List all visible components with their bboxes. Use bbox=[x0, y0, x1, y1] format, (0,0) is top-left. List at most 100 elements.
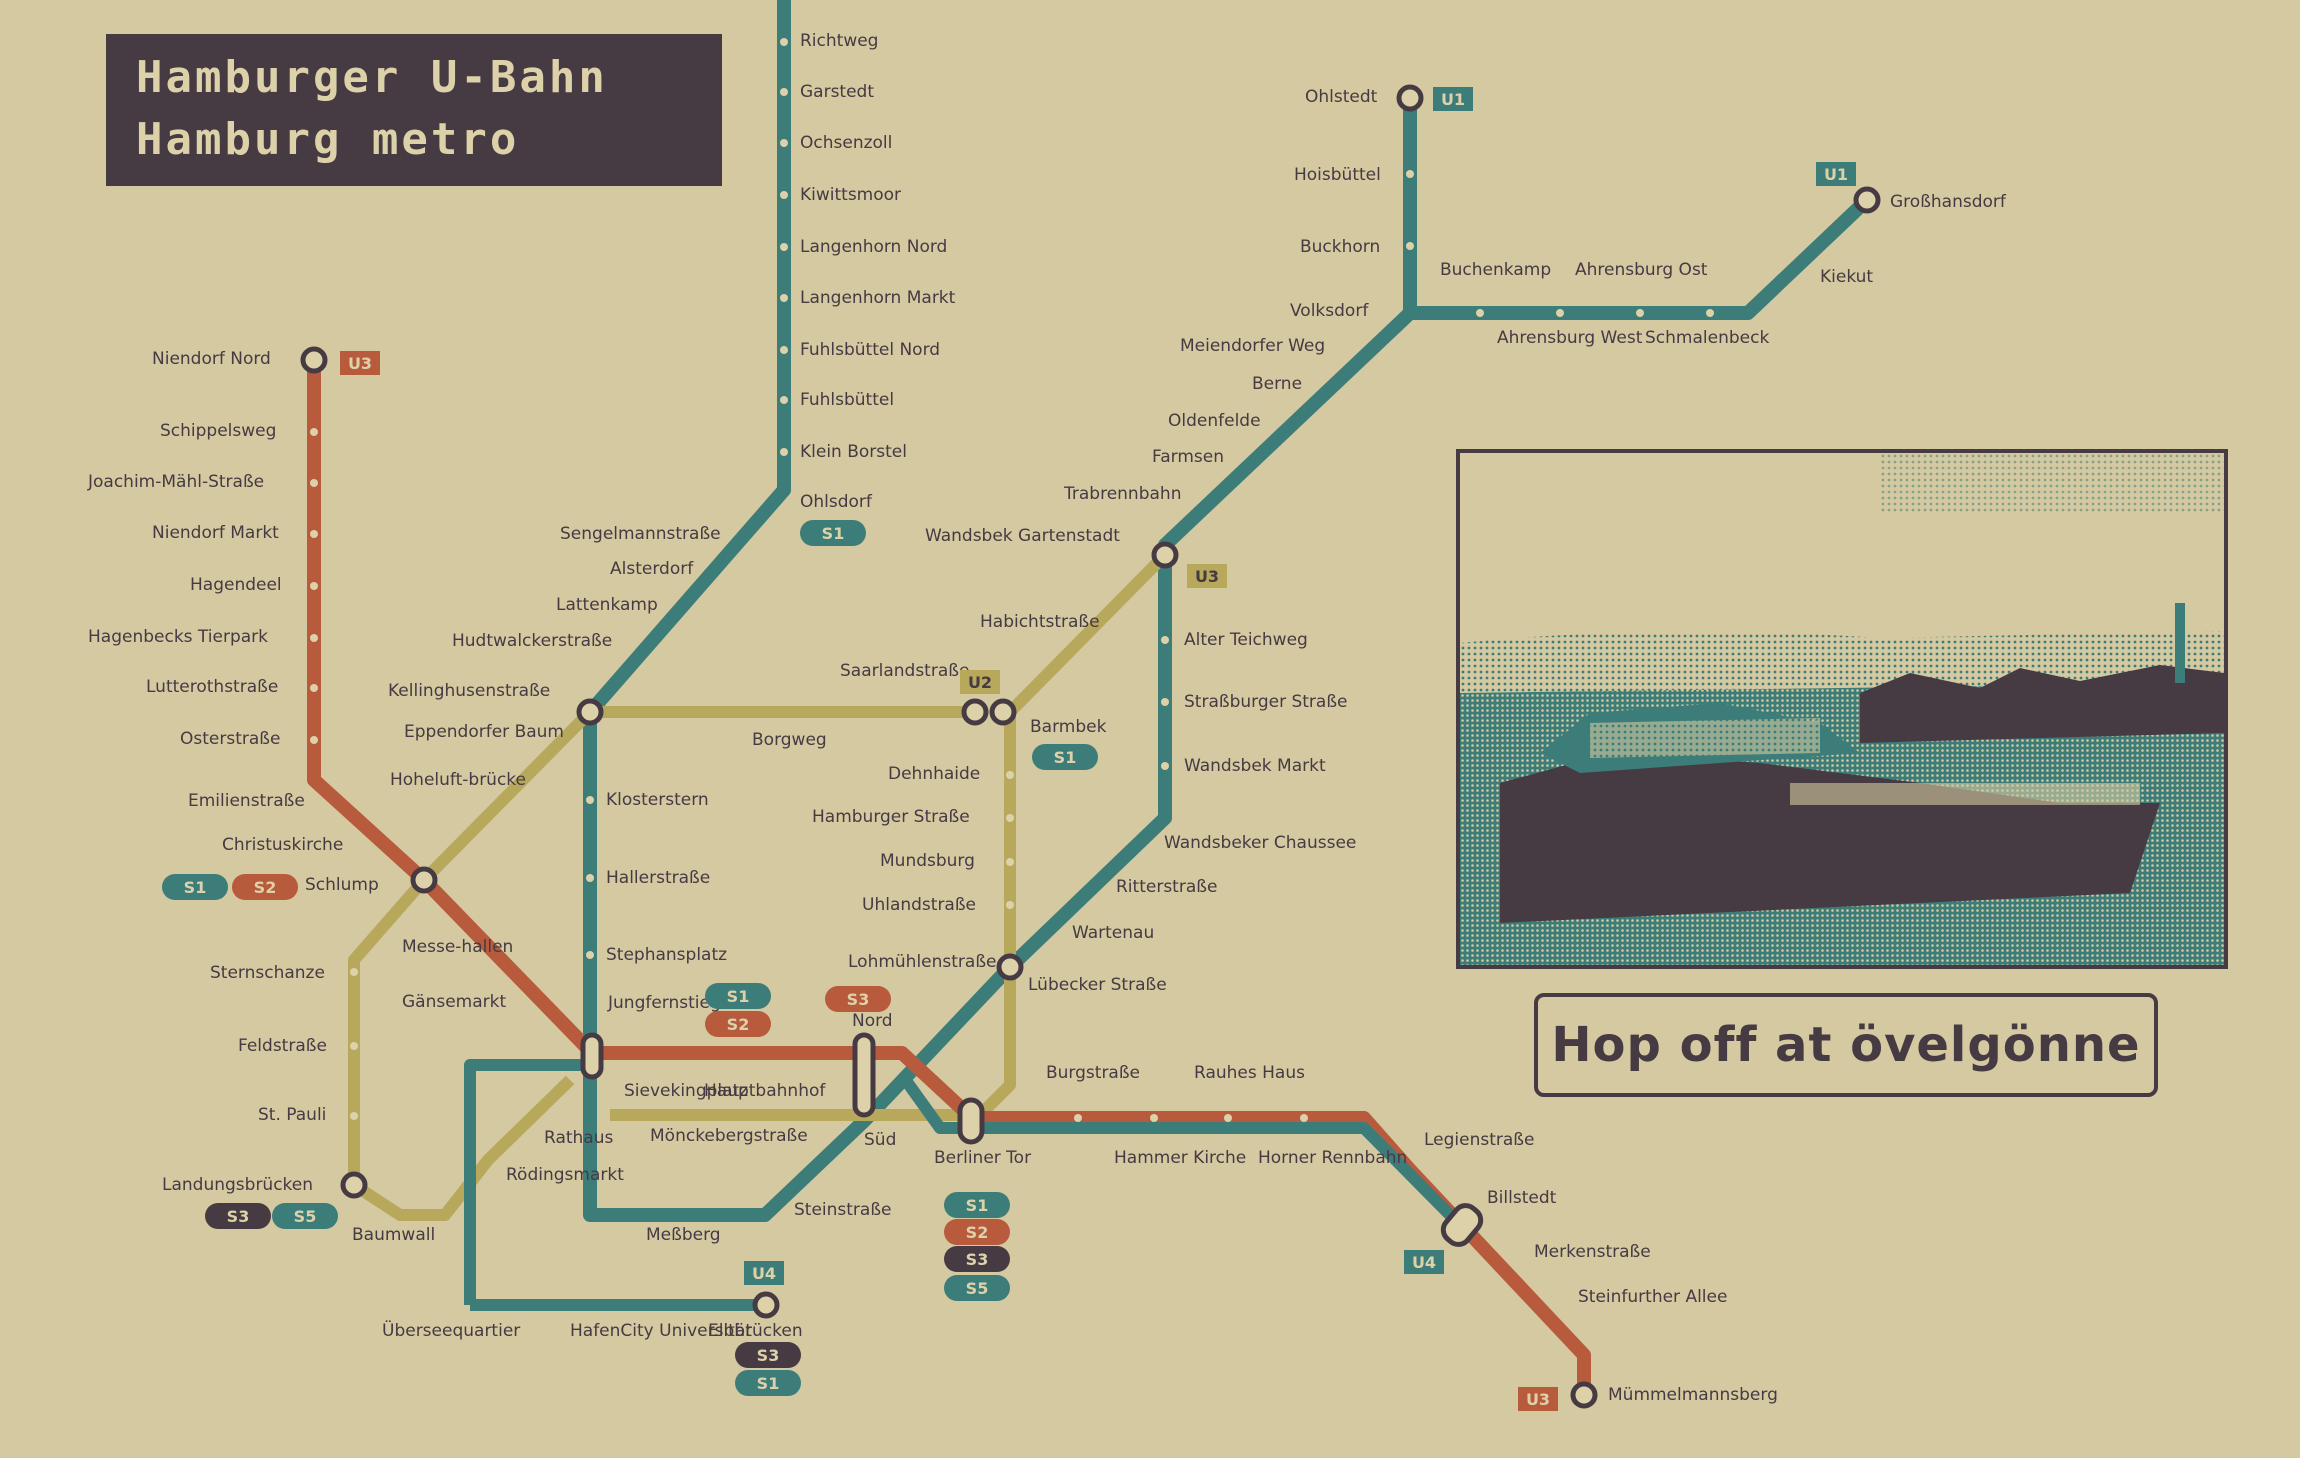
station-label: Garstedt bbox=[800, 82, 874, 102]
hop-off-button[interactable]: Hop off at övelgönne bbox=[1534, 993, 2158, 1097]
station-label: Trabrennbahn bbox=[1063, 484, 1181, 504]
station-label: Langenhorn Markt bbox=[800, 288, 956, 308]
station-label: Hudtwalckerstraße bbox=[452, 631, 612, 651]
svg-text:S5: S5 bbox=[966, 1279, 989, 1298]
station-label: Straßburger Straße bbox=[1184, 692, 1348, 712]
station-label: Hamburger Straße bbox=[812, 807, 970, 827]
station-label: Dehnhaide bbox=[888, 764, 980, 784]
station-label: Mundsburg bbox=[880, 851, 975, 871]
svg-text:S1: S1 bbox=[1054, 748, 1077, 767]
station-label: Kiwittsmoor bbox=[800, 185, 901, 205]
svg-text:S5: S5 bbox=[294, 1207, 317, 1226]
u-line-badges: U3 U1 U1 U2 U3 U4 U4 U3 bbox=[340, 87, 1856, 1411]
station-label: Wandsbek Markt bbox=[1184, 756, 1326, 776]
station-label: Schippelsweg bbox=[160, 421, 276, 441]
station-label: Borgweg bbox=[752, 730, 827, 750]
station-label: Klosterstern bbox=[606, 790, 709, 810]
station-label: Kellinghusenstraße bbox=[388, 681, 550, 701]
station-label: Uhlandstraße bbox=[862, 895, 976, 915]
svg-text:U2: U2 bbox=[968, 673, 992, 692]
svg-text:S1: S1 bbox=[727, 987, 750, 1006]
station-label: Farmsen bbox=[1152, 447, 1224, 467]
station-label: Joachim-Mähl-Straße bbox=[87, 472, 264, 492]
s-badge: S1 bbox=[800, 520, 866, 546]
station-label: Horner Rennbahn bbox=[1258, 1148, 1407, 1168]
station-label: Meiendorfer Weg bbox=[1180, 336, 1325, 356]
station-label: Wartenau bbox=[1072, 923, 1154, 943]
station-label: Berne bbox=[1252, 374, 1302, 394]
station-label: Legienstraße bbox=[1424, 1130, 1534, 1150]
svg-text:U1: U1 bbox=[1441, 90, 1465, 109]
svg-text:U3: U3 bbox=[1526, 1390, 1550, 1409]
svg-text:U4: U4 bbox=[752, 1264, 776, 1283]
station-label: Merkenstraße bbox=[1534, 1242, 1651, 1262]
line-badge: U3 bbox=[340, 351, 380, 375]
station-label: Schmalenbeck bbox=[1645, 328, 1769, 348]
station-label: Ahrensburg Ost bbox=[1575, 260, 1708, 280]
station-label: Christuskirche bbox=[222, 835, 343, 855]
station-label: Meßberg bbox=[646, 1225, 721, 1245]
station-label: Niendorf Nord bbox=[152, 349, 271, 369]
svg-text:S2: S2 bbox=[254, 878, 277, 897]
station-label: Nord bbox=[852, 1011, 893, 1031]
station-label: Niendorf Markt bbox=[152, 523, 279, 543]
station-label: Rödingsmarkt bbox=[506, 1165, 624, 1185]
s-badge: S1 bbox=[944, 1192, 1010, 1218]
station-label: Sengelmannstraße bbox=[560, 524, 721, 544]
svg-text:S2: S2 bbox=[727, 1015, 750, 1034]
station-label: Wandsbeker Chaussee bbox=[1164, 833, 1356, 853]
s-badge: S1 bbox=[162, 874, 228, 900]
station-label: Emilienstraße bbox=[188, 791, 305, 811]
svg-text:S1: S1 bbox=[966, 1196, 989, 1215]
station-label: Lattenkamp bbox=[556, 595, 658, 615]
station-label: Eppendorfer Baum bbox=[404, 722, 564, 742]
station-label: Landungsbrücken bbox=[162, 1175, 313, 1195]
station-label: Hagendeel bbox=[190, 575, 282, 595]
interchange-stations bbox=[300, 84, 1881, 1409]
station-label: Hallerstraße bbox=[606, 868, 710, 888]
station-label: Ohlsdorf bbox=[800, 492, 873, 512]
s-badge: S3 bbox=[205, 1203, 271, 1229]
line-badge: U2 bbox=[960, 670, 1000, 694]
station-label: Sternschanze bbox=[210, 963, 325, 983]
station-label: Ohlstedt bbox=[1305, 87, 1378, 107]
station-label: Wandsbek Gartenstadt bbox=[925, 526, 1120, 546]
svg-text:U1: U1 bbox=[1824, 165, 1848, 184]
station-label: Elbbrücken bbox=[708, 1321, 803, 1341]
s-badge: S2 bbox=[705, 1011, 771, 1037]
station-label: Ahrensburg West bbox=[1497, 328, 1643, 348]
station-label: Feldstraße bbox=[238, 1036, 327, 1056]
station-label: Überseequartier bbox=[382, 1319, 520, 1341]
station-label: Fuhlsbüttel Nord bbox=[800, 340, 940, 360]
s-badge: S1 bbox=[1032, 744, 1098, 770]
station-label: Klein Borstel bbox=[800, 442, 907, 462]
line-badge: U3 bbox=[1187, 564, 1227, 588]
station-label: Mümmelmannsberg bbox=[1608, 1385, 1778, 1405]
station-label: Volksdorf bbox=[1290, 301, 1369, 321]
station-label: Osterstraße bbox=[180, 729, 280, 749]
station-label: Habichtstraße bbox=[980, 612, 1100, 632]
station-label: Fuhlsbüttel bbox=[800, 390, 894, 410]
station-label: Hagenbecks Tierpark bbox=[88, 627, 268, 647]
station-label: Jungfernstieg bbox=[607, 993, 721, 1013]
s-bahn-badges: S1 S1 S1 S2 S3 S3 S1 S2 S3 S5 S3 S1 S3 S… bbox=[162, 520, 1098, 1396]
title-line-1: Hamburger U-Bahn bbox=[136, 52, 608, 103]
station-label: Gänsemarkt bbox=[402, 992, 506, 1012]
s-badge: S3 bbox=[735, 1342, 801, 1368]
s-badge: S1 bbox=[735, 1370, 801, 1396]
station-label: Alsterdorf bbox=[610, 559, 694, 579]
s-badge: S5 bbox=[272, 1203, 338, 1229]
line-u4 bbox=[464, 1059, 1465, 1311]
station-label: Ritterstraße bbox=[1116, 877, 1217, 897]
station-label: Richtweg bbox=[800, 31, 878, 51]
svg-text:S3: S3 bbox=[227, 1207, 250, 1226]
station-label: Mönckebergstraße bbox=[650, 1126, 808, 1146]
station-label: Saarlandstraße bbox=[840, 661, 969, 681]
harbour-photo bbox=[1456, 449, 2228, 969]
svg-text:S3: S3 bbox=[966, 1250, 989, 1269]
station-label: Hoisbüttel bbox=[1294, 165, 1381, 185]
s-badge: S2 bbox=[232, 874, 298, 900]
station-labels: Richtweg Garstedt Ochsenzoll Kiwittsmoor… bbox=[87, 31, 2007, 1405]
line-badge: U1 bbox=[1433, 87, 1473, 111]
